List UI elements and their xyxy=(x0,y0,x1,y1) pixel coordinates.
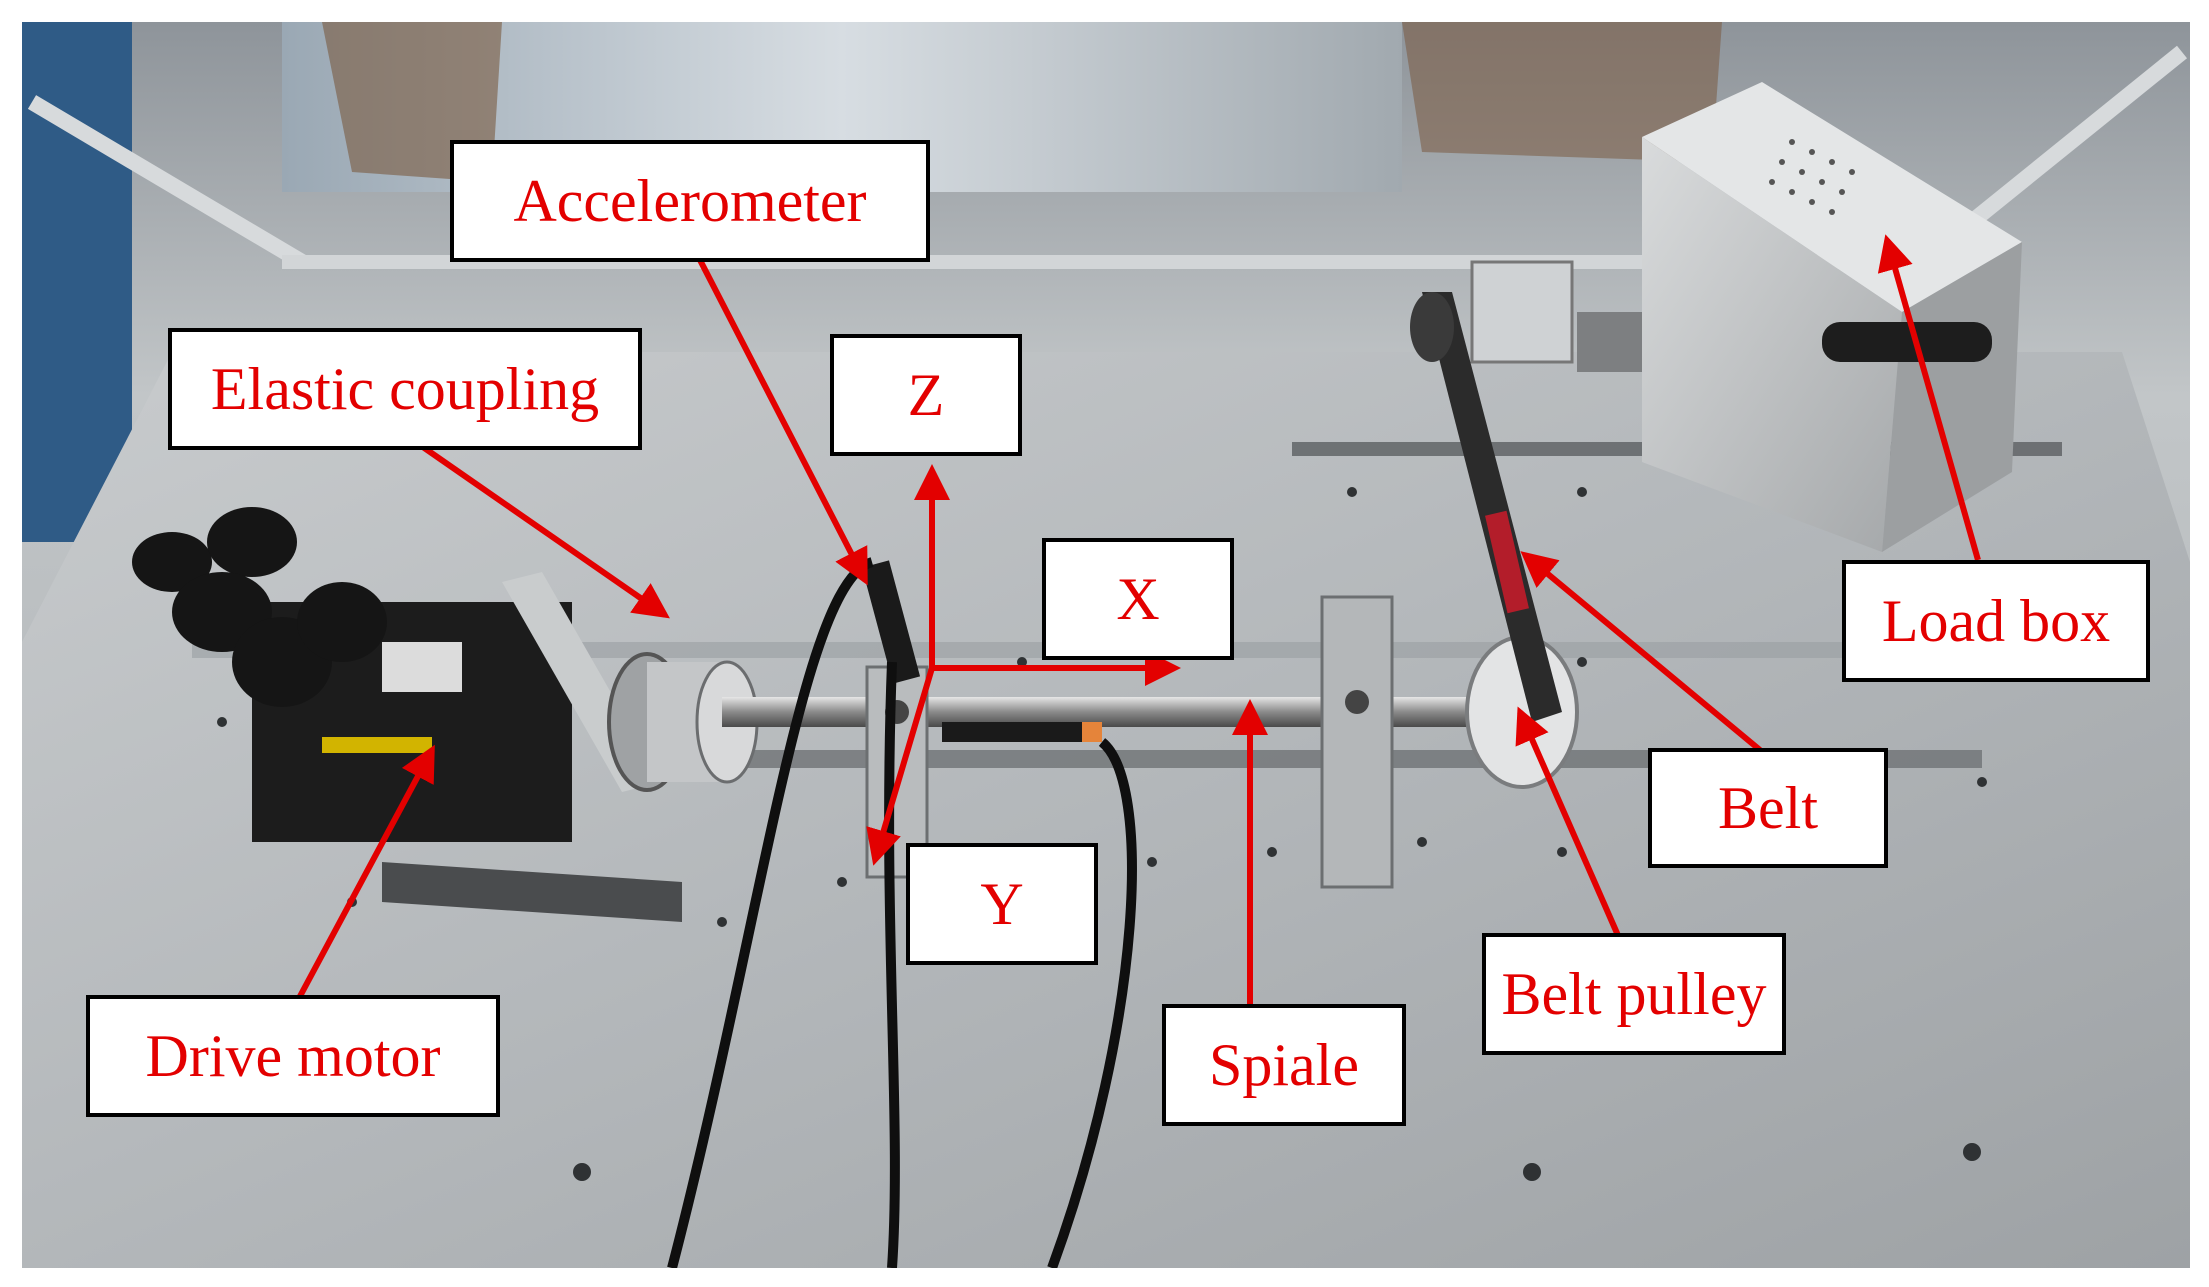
elastic-coupling-label: Elastic coupling xyxy=(168,328,642,450)
curtain-right xyxy=(1402,22,1722,162)
sensor-cable-2 xyxy=(884,661,900,1268)
bearing-bolt-right xyxy=(1345,690,1369,714)
frame-bar-left xyxy=(27,95,307,269)
load-box-side xyxy=(1882,242,2022,552)
spindle-shaft xyxy=(722,697,1552,727)
spindle-label: Spiale xyxy=(1162,1004,1406,1126)
y-axis-label: Y xyxy=(906,843,1098,965)
load-box-arrow xyxy=(1877,234,1981,561)
motor-cables xyxy=(132,507,387,707)
sensor-cable-1 xyxy=(667,557,874,1268)
y-axis-arrow xyxy=(866,667,935,866)
z-axis-label: Z xyxy=(830,334,1022,456)
bearing-support-right xyxy=(1320,595,1394,889)
belt-arrow xyxy=(1520,551,1762,753)
load-box-front xyxy=(1642,137,1902,552)
belt xyxy=(1422,292,1562,722)
upper-pulley xyxy=(1410,292,1454,362)
belt-pulley-label: Belt pulley xyxy=(1482,933,1786,1055)
load-box-handle xyxy=(1822,322,1992,362)
accelerometer-sensor xyxy=(861,560,921,684)
load-box-label: Load box xyxy=(1842,560,2150,682)
x-axis-label: X xyxy=(1042,538,1234,660)
accelerometer-label: Accelerometer xyxy=(450,140,930,262)
motor-base xyxy=(382,862,682,922)
accelerometer-arrow xyxy=(697,258,868,586)
motor-nameplate xyxy=(382,642,462,692)
drive-motor-arrow xyxy=(295,744,435,1002)
drive-motor-label: Drive motor xyxy=(86,995,500,1117)
sensor-connector xyxy=(942,722,1082,742)
load-box-top xyxy=(1642,82,2022,312)
belt-pulley-arrow xyxy=(1515,706,1623,942)
elastic-coupling-arrow xyxy=(418,442,670,619)
sensor-connector-tip xyxy=(1082,722,1102,742)
sensor-cable-3 xyxy=(1047,738,1137,1268)
belt-label: Belt xyxy=(1648,748,1888,868)
belt-marker xyxy=(1485,510,1529,614)
load-shaft-housing xyxy=(1470,260,1574,364)
load-box-vents xyxy=(1769,139,1855,215)
